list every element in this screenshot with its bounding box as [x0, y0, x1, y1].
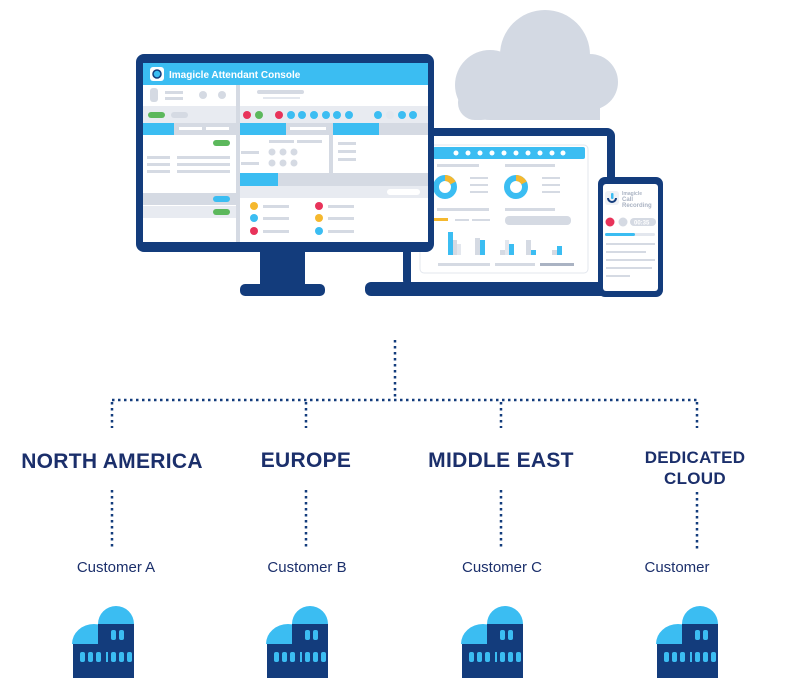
- connector-lines: [110, 340, 699, 550]
- monitor-icon: Imagicle Attendant Console: [136, 54, 434, 296]
- region-europe: EUROPE: [260, 449, 352, 472]
- building-icon: [461, 606, 523, 678]
- region-dedicated-cloud-line1: DEDICATED: [644, 448, 746, 467]
- app-title: Imagicle Attendant Console: [169, 70, 301, 81]
- region-middle-east: MIDDLE EAST: [428, 449, 574, 472]
- bar-chart-graphic: [448, 232, 562, 255]
- contact-avatars: [250, 202, 323, 235]
- customer-dedicated-label: Customer: [644, 559, 710, 576]
- recording-timer: 00:35: [634, 221, 650, 227]
- building-icon: [656, 606, 718, 678]
- customer-a-label: Customer A: [76, 559, 156, 576]
- phone-app-title-2: Recording: [622, 203, 652, 209]
- building-icon: [72, 606, 134, 678]
- phone-icon: Imagicle Call Recording 00:35: [598, 177, 663, 297]
- region-north-america: NORTH AMERICA: [21, 450, 203, 473]
- region-dedicated-cloud-line2: CLOUD: [664, 469, 726, 488]
- laptop-icon: [365, 128, 620, 296]
- cloud-icon: [455, 10, 618, 120]
- region-dedicated-cloud: DEDICATED CLOUD: [575, 447, 800, 489]
- customer-c-label: Customer C: [461, 559, 543, 576]
- phone-app-title: Call: [622, 197, 633, 203]
- phone-brand: Imagicle: [622, 191, 642, 197]
- building-icon: [266, 606, 328, 678]
- customer-b-label: Customer B: [267, 559, 347, 576]
